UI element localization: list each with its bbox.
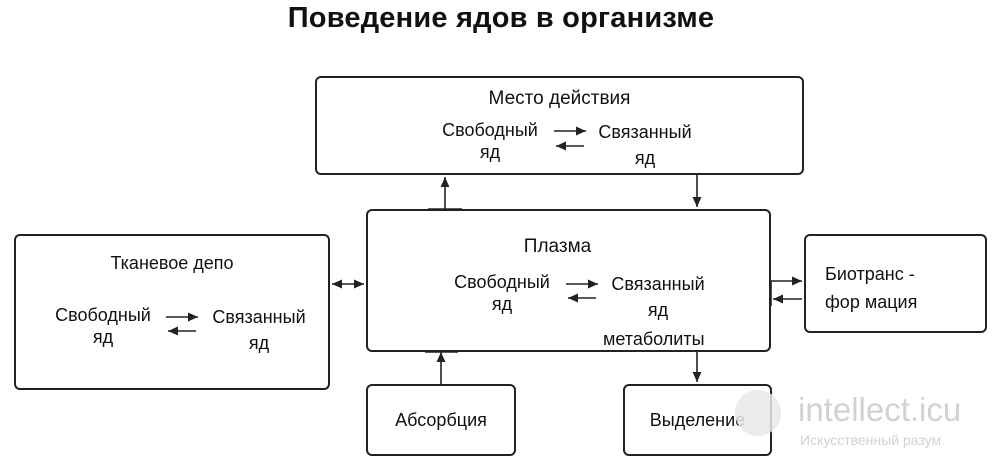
absorption-box (366, 384, 516, 456)
biotransformation-label: Биотранс -фор мация (825, 264, 918, 312)
watermark-logo-icon (735, 390, 781, 436)
plasma-box (366, 209, 771, 352)
watermark-brand[interactable]: intellect.icu (798, 391, 962, 428)
tissue-depot-title: Тканевое депо (110, 253, 234, 273)
plasma-metabolites-label: метаболиты (603, 329, 705, 349)
site-of-action-box (315, 76, 804, 175)
plasma-title: Плазма (523, 236, 592, 257)
absorption-label: Абсорбция (395, 410, 487, 430)
excretion-label: Выделение (649, 410, 746, 430)
tissue-depot-box (14, 234, 330, 390)
diagram-title: Поведение ядов в организме (287, 2, 715, 34)
watermark-tagline: Искусственный разум (800, 432, 942, 448)
site-of-action-title: Место действия (488, 88, 631, 109)
biotransformation-box (804, 234, 987, 333)
